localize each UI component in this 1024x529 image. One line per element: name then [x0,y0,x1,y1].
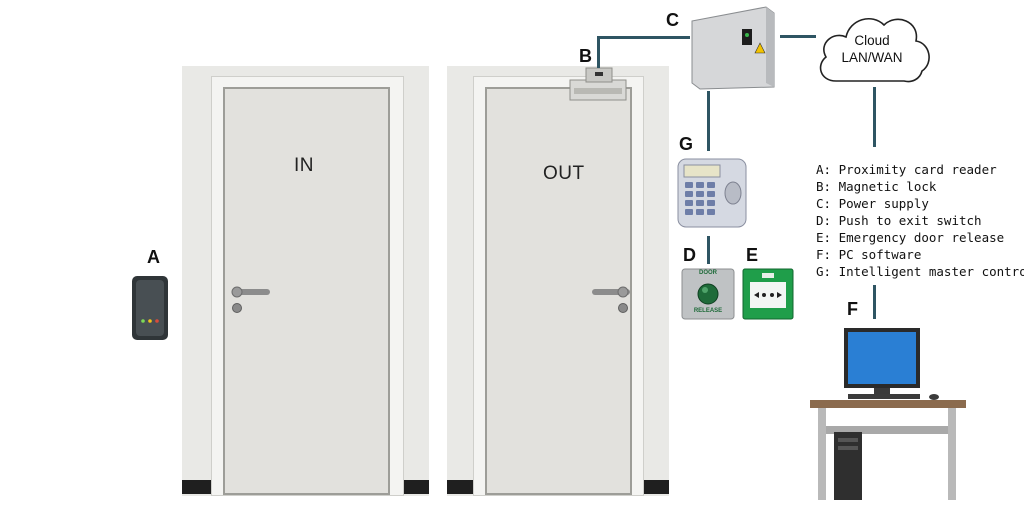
emergency-door-release-icon [742,268,794,320]
legend-item-g: G: Intelligent master controller [816,264,1024,279]
connector-cloud-to-legend [873,87,876,147]
door-handle-in[interactable] [228,284,272,316]
exit-switch-label-top: DOOR [699,270,717,276]
connector-controller-to-switch [707,236,710,264]
marker-f: F [847,299,858,319]
cloud-label-line1: Cloud [854,33,890,48]
marker-b: B [579,46,592,66]
connector-lock-vertical [597,36,600,68]
legend-item-f: F: PC software [816,247,922,262]
master-controller-icon [677,158,747,228]
pc-workstation-icon [810,328,966,500]
cloud-icon [819,17,930,83]
connector-power-to-controller [707,91,710,151]
marker-e: E [746,245,759,265]
power-supply-icon [691,6,775,90]
door-label-out: OUT [543,163,585,184]
door-label-in: IN [294,155,314,176]
legend-item-a: A: Proximity card reader [816,162,997,177]
marker-g: G [679,134,694,154]
marker-c: C [666,10,679,30]
legend-item-b: B: Magnetic lock [816,179,937,194]
cloud-label: Cloud LAN/WAN [830,32,914,66]
marker-d: D [683,245,696,265]
legend: A: Proximity card reader B: Magnetic loc… [816,161,1024,280]
exit-switch-label-bottom: RELEASE [693,308,723,314]
connector-lock-to-power [598,36,690,39]
push-to-exit-switch-icon [681,268,735,320]
legend-item-d: D: Push to exit switch [816,213,982,228]
proximity-card-reader-icon [132,276,168,340]
connector-power-to-cloud [780,35,816,38]
legend-item-e: E: Emergency door release [816,230,1005,245]
magnetic-lock-icon [569,67,627,101]
door-handle-out[interactable] [590,284,634,316]
marker-a: A [147,247,160,267]
legend-item-c: C: Power supply [816,196,929,211]
connector-legend-to-pc [873,285,876,319]
cloud-label-line2: LAN/WAN [841,50,903,65]
